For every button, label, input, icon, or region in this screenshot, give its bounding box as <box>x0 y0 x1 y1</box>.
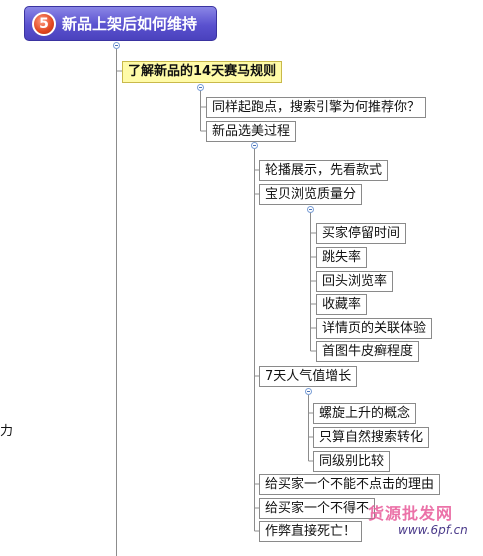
collapse-toggle-root[interactable] <box>113 42 120 49</box>
child-node-natural-search[interactable]: 只算自然搜索转化 <box>313 427 430 448</box>
child-node-return-rate[interactable]: 回头浏览率 <box>316 271 394 292</box>
child-node-spiral[interactable]: 螺旋上升的概念 <box>313 403 417 424</box>
collapse-toggle-browse-quality[interactable] <box>307 206 314 213</box>
root-topic[interactable]: 5 新品上架后如何维持 <box>24 6 217 41</box>
cut-off-node-text: 力 <box>0 424 14 439</box>
level2-node-click-reason[interactable]: 给买家一个不能不点击的理由 <box>259 474 441 495</box>
child-node-bounce-rate[interactable]: 跳失率 <box>316 247 368 268</box>
child-node-favorite-rate[interactable]: 收藏率 <box>316 294 368 315</box>
collapse-toggle-main[interactable] <box>197 84 204 91</box>
level2-node-cheating[interactable]: 作弊直接死亡！ <box>259 521 363 542</box>
level1-node-selection[interactable]: 新品选美过程 <box>206 121 297 142</box>
main-topic[interactable]: 了解新品的14天赛马规则 <box>122 61 283 83</box>
watermark-url: www.6pf.cn <box>398 523 468 537</box>
child-node-same-level[interactable]: 同级别比较 <box>313 451 391 472</box>
child-node-dwell-time[interactable]: 买家停留时间 <box>316 223 407 244</box>
level2-node-carousel[interactable]: 轮播展示，先看款式 <box>259 160 389 181</box>
level2-node-must-reason[interactable]: 给买家一个不得不 <box>259 498 376 519</box>
collapse-toggle-selection[interactable] <box>251 142 258 149</box>
root-title: 新品上架后如何维持 <box>62 15 198 33</box>
child-node-related-experience[interactable]: 详情页的关联体验 <box>316 318 433 339</box>
collapse-toggle-popularity[interactable] <box>305 388 312 395</box>
level2-node-popularity[interactable]: 7天人气值增长 <box>259 366 358 387</box>
watermark-text: 货源批发网 <box>368 504 454 523</box>
level2-node-browse-quality[interactable]: 宝贝浏览质量分 <box>259 184 363 205</box>
level1-node-search[interactable]: 同样起跑点，搜索引擎为何推荐你？ <box>206 97 427 118</box>
child-node-main-image[interactable]: 首图牛皮癣程度 <box>316 341 420 362</box>
number-badge: 5 <box>32 11 56 36</box>
